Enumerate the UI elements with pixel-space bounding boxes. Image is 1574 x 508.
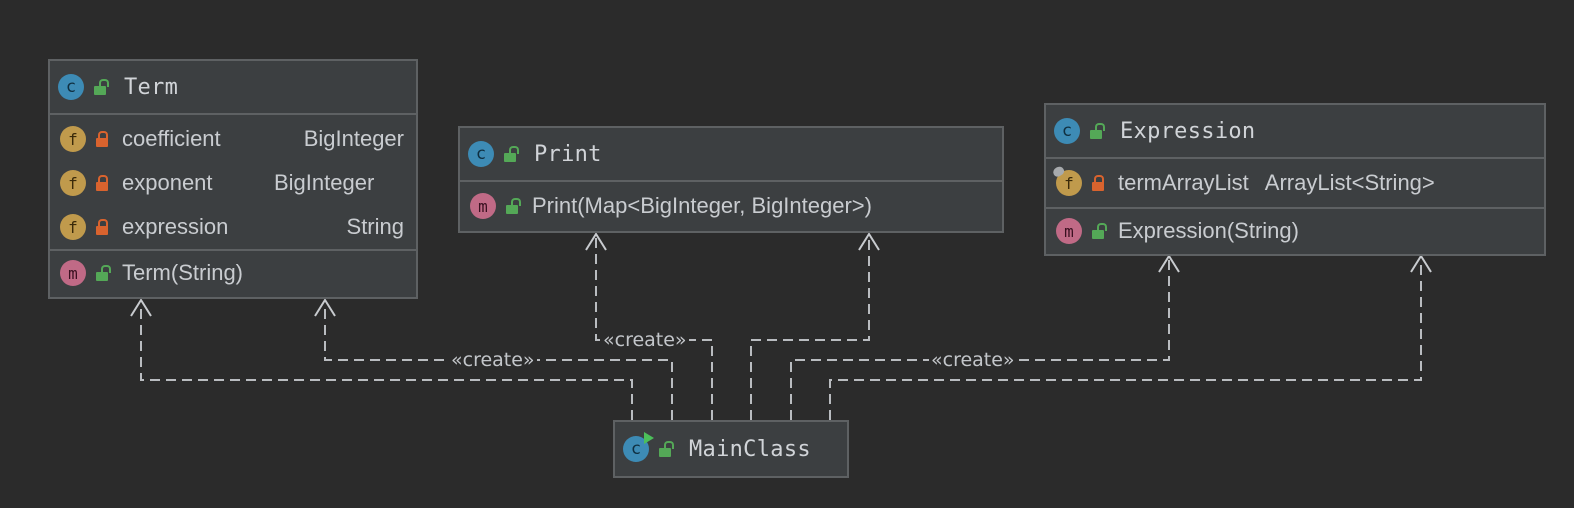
class-icon: c	[58, 74, 84, 100]
field-name: expression	[122, 214, 229, 239]
field-icon: f	[60, 126, 86, 152]
field-row[interactable]: f coefficient BigInteger	[50, 117, 416, 161]
method-signature: Print(Map<BigInteger, BigInteger>)	[532, 193, 872, 218]
method-row[interactable]: m Print(Map<BigInteger, BigInteger>)	[460, 182, 1002, 230]
runnable-class-icon: c	[623, 432, 654, 462]
field-type: String	[346, 214, 404, 239]
public-lock-icon	[1090, 123, 1105, 139]
class-term-name: Term	[124, 74, 179, 100]
class-mainclass-header[interactable]: c MainClass	[615, 422, 847, 476]
arrowhead-expression-outer	[1410, 254, 1432, 273]
method-icon: m	[60, 260, 86, 286]
private-lock-icon	[1092, 175, 1106, 191]
class-term-header[interactable]: c Term	[50, 61, 416, 115]
arrowhead-term-outer	[130, 298, 152, 317]
final-marker-icon	[1051, 164, 1066, 179]
create-label-expression: «create»	[929, 349, 1017, 371]
class-print-name: Print	[534, 141, 602, 167]
edge-main-to-expression-outer[interactable]	[829, 260, 1422, 420]
edge-main-to-term-outer[interactable]	[140, 304, 633, 420]
class-term[interactable]: c Term f coefficient BigInteger f expone…	[48, 59, 418, 299]
field-row[interactable]: f termArrayList ArrayList<String>	[1046, 159, 1544, 207]
public-lock-icon	[659, 441, 674, 457]
class-expression-name: Expression	[1120, 118, 1256, 144]
method-signature: Term(String)	[122, 260, 244, 285]
field-type: BigInteger	[303, 126, 404, 151]
class-expression-header[interactable]: c Expression	[1046, 105, 1544, 159]
field-row[interactable]: f exponent BigInteger	[50, 161, 416, 205]
arrowhead-term-inner	[314, 298, 336, 317]
create-label-print: «create»	[601, 329, 689, 351]
public-lock-icon	[94, 79, 109, 95]
method-icon: m	[1056, 218, 1082, 244]
class-term-methods: m Term(String)	[50, 251, 416, 295]
class-term-fields: f coefficient BigInteger f exponent BigI…	[50, 115, 416, 251]
field-type: ArrayList<String>	[1264, 170, 1435, 195]
class-icon: c	[468, 141, 494, 167]
field-icon: f	[1051, 164, 1082, 196]
field-row[interactable]: f expression String	[50, 205, 416, 249]
field-name: coefficient	[122, 126, 221, 151]
public-lock-icon	[504, 146, 519, 162]
private-lock-icon	[96, 175, 110, 191]
class-expression-fields: f termArrayList ArrayList<String>	[1046, 159, 1544, 209]
field-name: exponent	[122, 170, 213, 195]
field-type: BigInteger	[274, 170, 375, 195]
field-icon: f	[60, 214, 86, 240]
method-icon: m	[470, 193, 496, 219]
class-print[interactable]: c Print m Print(Map<BigInteger, BigInteg…	[458, 126, 1004, 233]
class-icon: c	[1054, 118, 1080, 144]
arrowhead-print-right	[858, 232, 880, 251]
create-label-term: «create»	[449, 349, 537, 371]
class-print-methods: m Print(Map<BigInteger, BigInteger>)	[460, 182, 1002, 230]
field-icon: f	[60, 170, 86, 196]
class-expression[interactable]: c Expression f termArrayList ArrayList<S…	[1044, 103, 1546, 256]
public-lock-icon	[1092, 223, 1107, 239]
method-row[interactable]: m Term(String)	[50, 251, 416, 295]
class-expression-methods: m Expression(String)	[1046, 209, 1544, 253]
public-lock-icon	[96, 265, 111, 281]
class-mainclass-name: MainClass	[689, 436, 811, 462]
method-signature: Expression(String)	[1118, 218, 1299, 243]
private-lock-icon	[96, 219, 110, 235]
method-row[interactable]: m Expression(String)	[1046, 209, 1544, 253]
field-name: termArrayList	[1118, 170, 1249, 195]
private-lock-icon	[96, 131, 110, 147]
class-print-header[interactable]: c Print	[460, 128, 1002, 182]
class-mainclass[interactable]: c MainClass	[613, 420, 849, 478]
edge-main-to-print-right[interactable]	[750, 238, 870, 420]
arrowhead-print-left	[585, 232, 607, 251]
arrowhead-expression-inner	[1158, 254, 1180, 273]
public-lock-icon	[506, 198, 521, 214]
